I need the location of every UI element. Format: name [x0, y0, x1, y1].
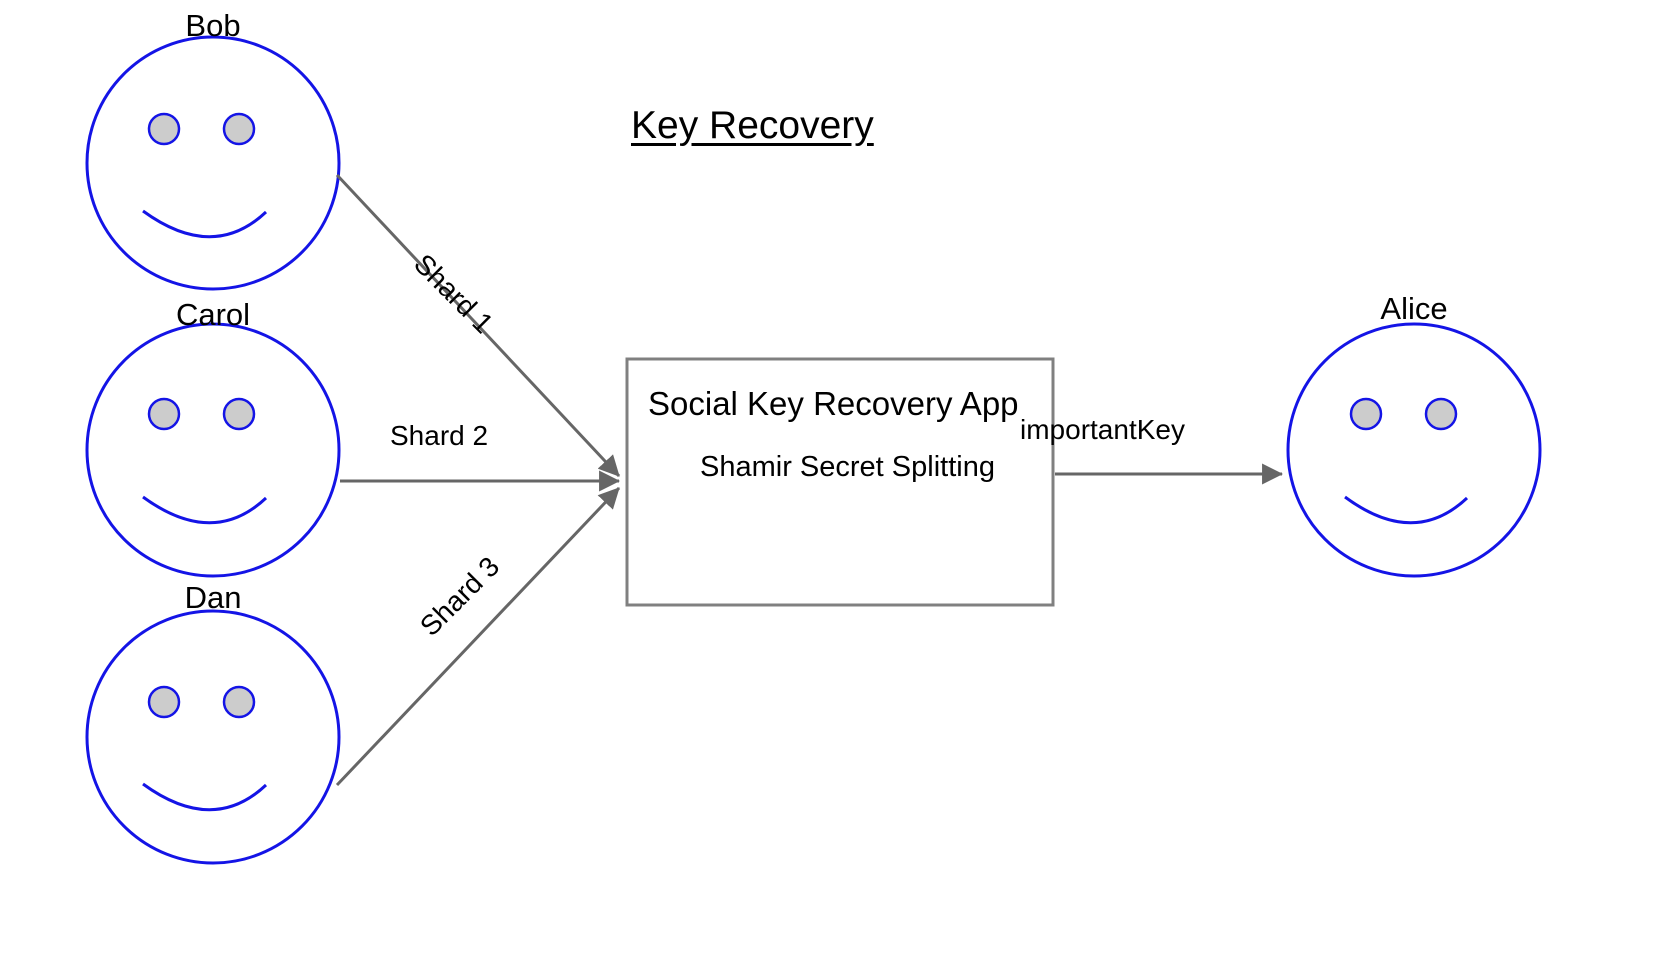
edge-label-important-key: importantKey: [1020, 414, 1185, 445]
label-person-dan: Dan: [184, 580, 242, 615]
face-outline-bob: [85, 35, 341, 291]
eye-right-dan: [222, 685, 256, 719]
connector-shard-1: [335, 173, 621, 478]
label-person-alice: Alice: [1380, 291, 1448, 326]
avatar-dan: [85, 609, 341, 865]
eye-right-alice: [1424, 397, 1458, 431]
connector-shard-3: [335, 486, 621, 787]
edge-label-shard-2: Shard 2: [390, 420, 489, 451]
eye-left-dan: [147, 685, 181, 719]
avatar-carol: [85, 322, 341, 578]
eye-left-alice: [1349, 397, 1383, 431]
label-person-carol: Carol: [175, 297, 251, 332]
label-person-bob: Bob: [185, 8, 241, 43]
smile-bob: [142, 209, 268, 239]
smile-carol: [142, 495, 268, 525]
app-box: [625, 357, 1055, 607]
face-outline-carol: [85, 322, 341, 578]
smile-alice: [1344, 495, 1469, 525]
eye-right-bob: [222, 112, 256, 146]
avatar-bob: [85, 35, 341, 291]
eye-right-carol: [222, 397, 256, 431]
eye-left-carol: [147, 397, 181, 431]
eye-left-bob: [147, 112, 181, 146]
app-box-subtitle: Shamir Secret Splitting: [700, 451, 995, 483]
page-title: Key Recovery: [631, 104, 874, 147]
face-outline-dan: [85, 609, 341, 865]
app-box-title: Social Key Recovery App: [648, 385, 1019, 422]
avatar-alice: [1286, 322, 1542, 578]
face-outline-alice: [1286, 322, 1542, 578]
smile-dan: [142, 782, 268, 812]
